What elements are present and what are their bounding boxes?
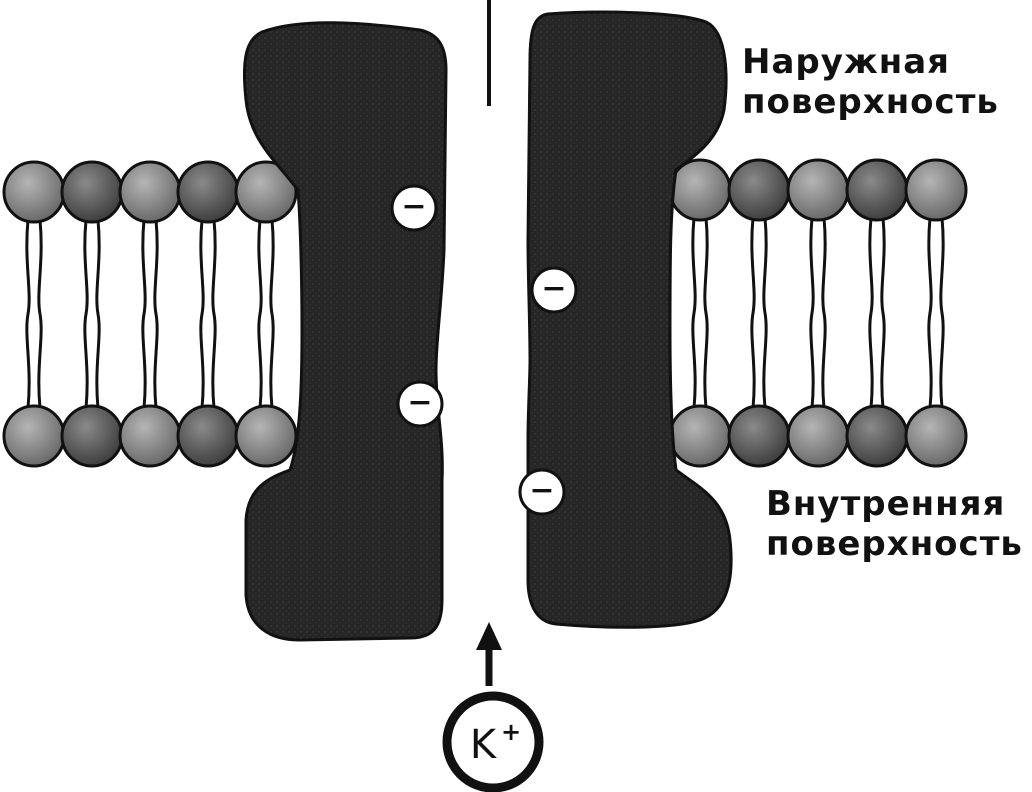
lipid-head-top xyxy=(904,158,968,222)
lipid-tail xyxy=(868,217,874,409)
lipid-head-bottom xyxy=(176,404,240,468)
lipid-head-top xyxy=(176,160,240,224)
negative-charge: − xyxy=(530,266,578,314)
lipid-molecule xyxy=(904,158,968,468)
charge-sign: − xyxy=(401,189,426,224)
lipid-tail xyxy=(939,217,945,409)
potassium-ion: K + xyxy=(442,691,544,792)
lipid-molecule xyxy=(176,160,240,468)
outer-surface-line2: поверхность xyxy=(742,82,999,122)
lipid-tail xyxy=(37,219,43,409)
lipid-head-bottom xyxy=(118,404,182,468)
negative-charge: − xyxy=(390,184,438,232)
lipid-head-bottom xyxy=(904,404,968,468)
outer-surface-label: Наружная поверхность xyxy=(742,42,999,122)
lipid-tail xyxy=(25,219,31,409)
lipid-head-top xyxy=(786,158,850,222)
charge-sign: − xyxy=(407,385,432,420)
negative-charge: − xyxy=(396,380,444,428)
lipid-head-bottom xyxy=(60,404,124,468)
inner-surface-line1: Внутренняя xyxy=(766,484,1006,524)
lipid-molecule xyxy=(727,158,791,468)
charge-circle xyxy=(518,468,566,516)
lipid-head-top xyxy=(234,160,298,224)
lipid-head-bottom xyxy=(727,404,791,468)
lipid-tail xyxy=(691,217,697,409)
left-channel-protein xyxy=(242,21,448,642)
lipid-tail xyxy=(211,219,217,409)
inner-surface-label: Внутренняя поверхность xyxy=(766,484,1023,564)
lipid-head-top xyxy=(118,160,182,224)
ion-symbol: K xyxy=(470,722,498,768)
lipid-head-bottom xyxy=(668,404,732,468)
charge-circle xyxy=(530,266,578,314)
lipid-tail xyxy=(153,219,159,409)
lipid-molecule xyxy=(845,158,909,468)
ion-charge: + xyxy=(501,718,521,746)
lipid-head-top xyxy=(60,160,124,224)
lipid-molecule xyxy=(118,160,182,468)
lipid-head-bottom xyxy=(2,404,66,468)
lipid-tail xyxy=(880,217,886,409)
lipid-molecule xyxy=(668,158,732,468)
left-lipid-bilayer xyxy=(2,160,298,468)
lipid-head-bottom xyxy=(786,404,850,468)
lipid-molecule xyxy=(786,158,850,468)
lipid-tail xyxy=(821,217,827,409)
lipid-tail xyxy=(141,219,147,409)
charge-circle xyxy=(390,184,438,232)
inner-surface-line2: поверхность xyxy=(766,524,1023,564)
right-lipid-bilayer xyxy=(668,158,968,468)
lipid-tail xyxy=(83,219,89,409)
lipid-head-top xyxy=(727,158,791,222)
lipid-molecule xyxy=(2,160,66,468)
lipid-head-bottom xyxy=(234,404,298,468)
right-channel-protein xyxy=(526,10,733,629)
lipid-tail xyxy=(199,219,205,409)
lipid-head-top xyxy=(845,158,909,222)
lipid-head-top xyxy=(2,160,66,224)
outer-surface-line1: Наружная xyxy=(742,42,950,82)
lipid-molecule xyxy=(234,160,298,468)
lipid-tail xyxy=(750,217,756,409)
ion-entry-arrow xyxy=(476,622,502,686)
lipid-head-bottom xyxy=(845,404,909,468)
lipid-tail xyxy=(927,217,933,409)
lipid-molecule xyxy=(60,160,124,468)
charge-sign: − xyxy=(541,271,566,306)
charge-sign: − xyxy=(529,473,554,508)
negative-charges: − − − − xyxy=(390,184,578,516)
lipid-tail xyxy=(269,219,275,409)
lipid-tail xyxy=(95,219,101,409)
negative-charge: − xyxy=(518,468,566,516)
lipid-tail xyxy=(257,219,263,409)
lipid-tail xyxy=(703,217,709,409)
charge-circle xyxy=(396,380,444,428)
lipid-tail xyxy=(762,217,768,409)
lipid-tail xyxy=(809,217,815,409)
